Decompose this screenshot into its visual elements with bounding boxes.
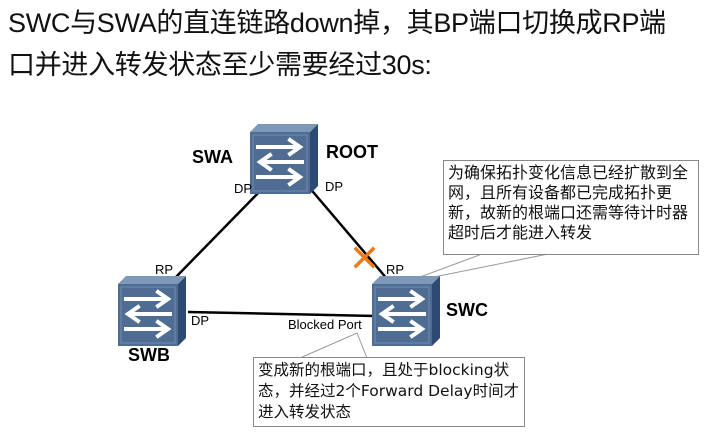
port-label-swb-top: RP <box>155 262 174 277</box>
switch-swc-name: SWC <box>446 300 488 320</box>
link-swa-swc <box>307 185 389 281</box>
x-mark-icon <box>353 246 376 269</box>
port-label-swa-left: DP <box>234 181 253 196</box>
port-label-swc-blocked: Blocked Port <box>288 317 362 332</box>
switch-swb-icon[interactable] <box>116 274 188 348</box>
callout-timer-explanation: 为确保拓扑变化信息已经扩散到全网，且所有设备都已完成拓扑更新，故新的根端口还需等… <box>443 160 699 255</box>
callout-blocked-port-explanation: 变成新的根端口，且处于blocking状态，并经过2个Forward Delay… <box>253 357 525 427</box>
port-label-swb-right: DP <box>191 313 210 328</box>
port-label-swa-right: DP <box>325 179 344 194</box>
heading-line-1: SWC与SWA的直连链路down掉，其BP端口切换成RP端 <box>8 8 666 38</box>
switch-swa-name: SWA <box>192 147 234 167</box>
link-swa-swb <box>174 185 266 279</box>
root-label: ROOT <box>326 142 378 162</box>
switch-swa-icon[interactable] <box>248 122 320 196</box>
callout-pointer-bottom <box>299 332 368 359</box>
link-swb-swc <box>187 310 376 318</box>
switch-swc-icon[interactable] <box>370 274 442 348</box>
switch-swb-name: SWB <box>128 345 170 365</box>
heading-line-2: 口并进入转发状态至少需要经过30s: <box>8 50 432 80</box>
port-label-swc-top: RP <box>386 262 405 277</box>
